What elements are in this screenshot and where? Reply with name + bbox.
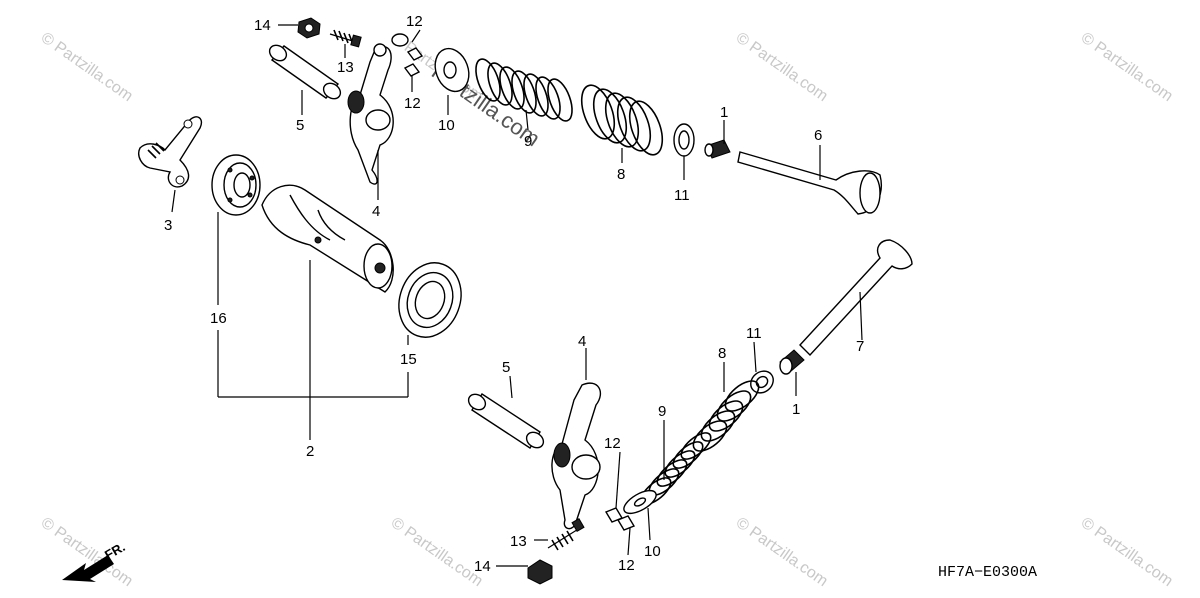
part-4-lower-rocker-arm: [551, 382, 601, 530]
part-8-lower-spring: [692, 380, 760, 452]
lower-callout-lines: [496, 291, 863, 567]
part-5-upper-shaft: [268, 44, 342, 100]
callout-4-upper: 4: [372, 203, 380, 220]
callout-11-upper: 11: [674, 187, 690, 204]
part-15-bearing: [398, 262, 462, 338]
callout-12-c: 12: [604, 435, 621, 452]
part-1-lower-seal: [779, 349, 805, 375]
callout-12-d: 12: [618, 557, 635, 574]
callout-9-lower: 9: [658, 403, 666, 420]
callout-8-upper: 8: [617, 166, 625, 183]
part-14-lower-nut: [527, 559, 553, 585]
watermark-bottom-right2: © Partzilla.com: [1078, 514, 1176, 590]
part-8-upper-spring: [580, 84, 664, 156]
front-arrow-icon: [62, 555, 114, 582]
callout-6: 6: [814, 127, 822, 144]
callout-14-upper: 14: [254, 17, 271, 34]
part-12-lower-cotters: [604, 507, 636, 531]
part-2-camshaft: [261, 184, 394, 293]
watermark-top-right1: © Partzilla.com: [733, 29, 831, 105]
callout-10-upper: 10: [438, 117, 455, 134]
callout-2: 2: [306, 443, 314, 460]
part-12-upper-cotters: [391, 33, 424, 77]
part-10-lower-retainer: [623, 489, 657, 515]
part-4-upper-rocker-arm: [347, 43, 394, 185]
part-5-lower-shaft: [467, 393, 545, 449]
part-10-upper-retainer: [434, 47, 470, 93]
watermark-bottom-mid: © Partzilla.com: [388, 514, 486, 590]
callout-15: 15: [400, 351, 417, 368]
part-11-lower-seat: [750, 370, 774, 394]
callout-13-upper: 13: [337, 59, 354, 76]
callout-12-b: 12: [404, 95, 421, 112]
part-6-upper-valve: [737, 151, 882, 215]
callout-13-lower: 13: [510, 533, 527, 550]
callout-8-lower: 8: [718, 345, 726, 362]
watermark-top-left: © Partzilla.com: [38, 29, 136, 105]
watermark-top-right2: © Partzilla.com: [1078, 29, 1176, 105]
part-13-upper-screw: [329, 29, 362, 48]
callout-1-upper: 1: [720, 104, 728, 121]
part-1-upper-seal: [704, 139, 731, 159]
callout-12-a: 12: [406, 13, 423, 30]
callout-3: 3: [164, 217, 172, 234]
callout-5-upper: 5: [296, 117, 304, 134]
part-7-lower-valve: [799, 239, 913, 357]
callout-4-lower: 4: [578, 333, 586, 350]
part-14-upper-nut: [297, 17, 321, 39]
callout-14-lower: 14: [474, 558, 491, 575]
part-3-holder: [138, 116, 203, 188]
part-16-bearing: [211, 154, 261, 216]
part-13-lower-screw: [547, 517, 585, 551]
callout-9-upper: 9: [524, 133, 532, 150]
callout-7: 7: [856, 338, 864, 355]
part-9-upper-spring: [475, 58, 573, 122]
watermark-bottom-right1: © Partzilla.com: [733, 514, 831, 590]
callout-1-lower: 1: [792, 401, 800, 418]
callout-11-lower: 11: [746, 325, 762, 342]
upper-callout-lines: [171, 24, 821, 440]
diagram-code: HF7A−E0300A: [938, 564, 1037, 581]
part-11-upper-seat: [673, 123, 695, 157]
callout-5-lower: 5: [502, 359, 510, 376]
callout-16: 16: [210, 310, 227, 327]
callout-10-lower: 10: [644, 543, 661, 560]
